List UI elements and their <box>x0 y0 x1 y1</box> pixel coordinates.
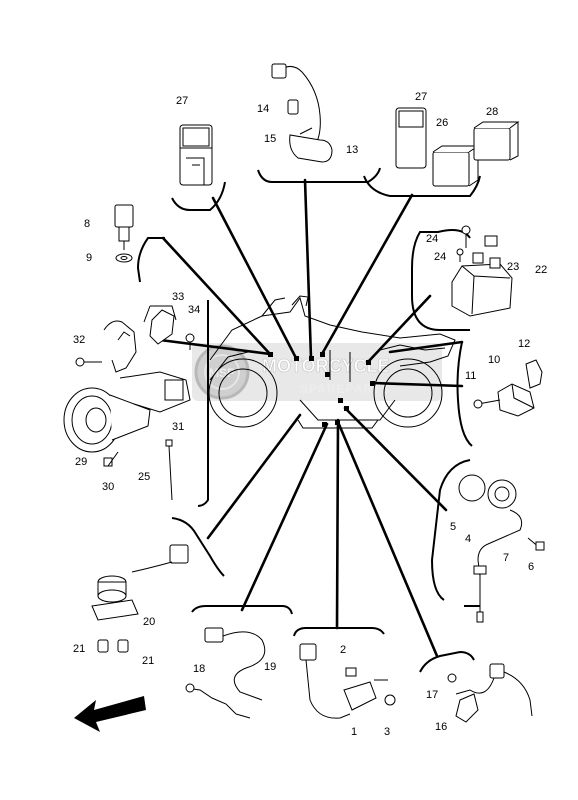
horn-icon <box>63 387 151 453</box>
callout-13: 13 <box>346 144 358 156</box>
callout-2: 2 <box>340 644 346 656</box>
callout-23: 23 <box>507 261 519 273</box>
callout-18: 18 <box>193 663 205 675</box>
callout-33: 33 <box>172 291 184 303</box>
callout-25: 25 <box>138 471 150 483</box>
callout-8: 8 <box>84 218 90 230</box>
callout-labels: 27 14 15 13 27 28 26 8 9 24 24 23 22 33 … <box>73 91 547 738</box>
callout-28: 28 <box>486 106 498 118</box>
callout-5: 5 <box>450 521 456 533</box>
watermark-line1: MOTORCYCLE <box>262 356 390 376</box>
callout-21a: 21 <box>73 643 85 655</box>
callout-22: 22 <box>535 264 547 276</box>
callout-7: 7 <box>503 552 509 564</box>
leader-lines <box>158 178 464 658</box>
callout-4: 4 <box>465 533 471 545</box>
starter-relay-22 <box>451 225 513 317</box>
sensor-1-assembly <box>299 643 396 719</box>
callout-16: 16 <box>435 721 447 733</box>
callout-32: 32 <box>73 334 85 346</box>
bolt-30 <box>103 451 119 467</box>
callout-1: 1 <box>351 726 357 738</box>
bracket-32-33 <box>75 305 195 413</box>
callout-34: 34 <box>188 304 200 316</box>
relay-27-left <box>179 124 213 186</box>
callout-17: 17 <box>426 689 438 701</box>
callout-24a: 24 <box>426 233 438 245</box>
callout-15: 15 <box>264 133 276 145</box>
front-direction-arrow-icon <box>74 696 146 732</box>
callout-31: 31 <box>172 421 184 433</box>
callout-30: 30 <box>102 481 114 493</box>
callout-19: 19 <box>264 661 276 673</box>
callout-27b: 27 <box>415 91 427 103</box>
sensor-20-assembly <box>91 544 189 653</box>
watermark-line2: SPAREPARTS <box>300 382 390 396</box>
callout-29: 29 <box>75 456 87 468</box>
callout-26: 26 <box>436 117 448 129</box>
sensor-13-assembly <box>271 63 333 163</box>
callout-14: 14 <box>257 103 269 115</box>
sensor-16-assembly <box>447 663 533 723</box>
cable-tie-icon <box>165 439 173 501</box>
callout-21b: 21 <box>142 655 154 667</box>
callout-10: 10 <box>488 354 500 366</box>
sensor-4-assembly <box>458 474 545 623</box>
sensor-18-assembly <box>185 627 266 719</box>
callout-24b: 24 <box>434 251 446 263</box>
relay-group-top-right <box>395 107 520 187</box>
watermark-logo-letters: MSP <box>209 366 235 380</box>
callout-9: 9 <box>86 252 92 264</box>
watermark: MSP MOTORCYCLE SPAREPARTS <box>192 343 442 401</box>
callout-27a: 27 <box>176 95 188 107</box>
callout-3: 3 <box>384 726 390 738</box>
sensor-8-and-washer-9 <box>114 204 134 263</box>
callout-20: 20 <box>143 616 155 628</box>
callout-12: 12 <box>518 338 530 350</box>
group-brackets <box>136 167 481 673</box>
callout-6: 6 <box>528 561 534 573</box>
sensor-10-assembly <box>473 359 543 417</box>
callout-11: 11 <box>465 370 476 382</box>
